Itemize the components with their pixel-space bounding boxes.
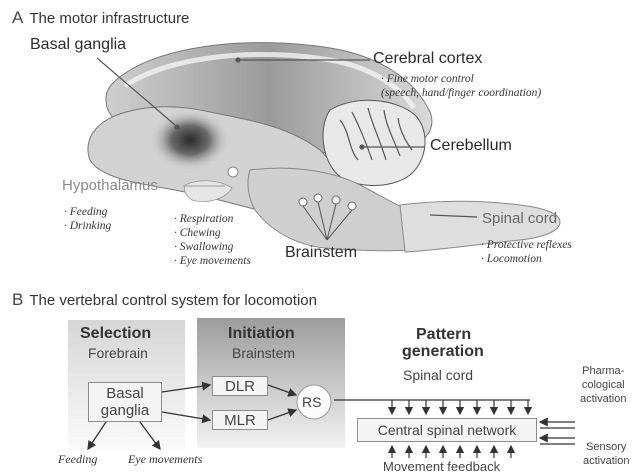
note-hypothalamus-line-1: · Feeding (64, 205, 111, 219)
label-brainstem: Brainstem (285, 244, 357, 262)
sensory-label: Sensory activation (583, 440, 629, 468)
note-brainstem: · Respiration · Chewing · Swallowing · E… (174, 212, 251, 268)
pharma-line-1: Pharma- (580, 364, 626, 378)
central-spinal-network-box: Central spinal network (357, 418, 537, 442)
panel-a-title: A The motor infrastructure (12, 8, 189, 28)
panel-b-title: B The vertebral control system for locomo… (12, 290, 317, 310)
pattern-sub: Spinal cord (403, 367, 473, 383)
note-cortex-line-2: (speech, hand/finger coordination) (381, 86, 541, 100)
basal-ganglia-box-line-1: Basal (106, 385, 144, 402)
cerebellum-shape (323, 100, 425, 185)
dlr-box: DLR (212, 376, 268, 396)
note-cortex: · Fine motor control (speech, hand/finge… (381, 72, 541, 100)
selection-title: Selection (80, 325, 151, 343)
note-spinal-cord-line-1: · Protective reflexes (481, 238, 572, 252)
sensory-line-1: Sensory (583, 440, 629, 454)
label-cerebral-cortex: Cerebral cortex (373, 50, 482, 68)
descending-arrows (392, 400, 528, 414)
pharma-label: Pharma- cological activation (580, 364, 626, 406)
note-brainstem-line-1: · Respiration (174, 212, 251, 226)
pharma-line-2: cological (580, 378, 626, 392)
movement-feedback-label: Movement feedback (383, 459, 500, 474)
sensory-line-2: activation (583, 454, 629, 468)
label-cerebellum: Cerebellum (430, 137, 512, 155)
output-eye-movements: Eye movements (128, 452, 202, 467)
mlr-box: MLR (212, 410, 268, 430)
note-cortex-line-1: · Fine motor control (381, 72, 541, 86)
note-hypothalamus: · Feeding · Drinking (64, 205, 111, 233)
note-spinal-cord-line-2: · Locomotion (481, 252, 572, 266)
feedback-arrows (392, 446, 511, 458)
note-hypothalamus-line-2: · Drinking (64, 219, 111, 233)
panel-b-letter: B (12, 290, 23, 309)
pattern-title-line-2: generation (402, 343, 484, 361)
rs-label: RS (302, 394, 321, 410)
panel-a-title-text: The motor infrastructure (29, 10, 189, 27)
label-spinal-cord: Spinal cord (482, 210, 557, 227)
note-spinal-cord: · Protective reflexes · Locomotion (481, 238, 572, 266)
initiation-title: Initiation (228, 325, 295, 343)
panel-a-letter: A (12, 8, 23, 27)
pattern-title: Pattern (416, 326, 471, 343)
note-brainstem-line-4: · Eye movements (174, 254, 251, 268)
pharma-line-3: activation (580, 392, 626, 406)
basal-ganglia-box-line-2: ganglia (101, 402, 149, 419)
output-feeding: Feeding (58, 452, 97, 467)
note-brainstem-line-2: · Chewing (174, 226, 251, 240)
pattern-title-line-1: Pattern (416, 326, 471, 343)
initiation-sub: Brainstem (232, 345, 295, 361)
basal-ganglia-box: Basal ganglia (88, 382, 162, 422)
selection-sub: Forebrain (88, 345, 148, 361)
label-hypothalamus: Hypothalamus (62, 177, 158, 194)
label-basal-ganglia: Basal ganglia (30, 36, 126, 54)
panel-b-title-text: The vertebral control system for locomot… (29, 292, 317, 309)
basal-ganglia-glow (148, 108, 232, 172)
note-brainstem-line-3: · Swallowing (174, 240, 251, 254)
